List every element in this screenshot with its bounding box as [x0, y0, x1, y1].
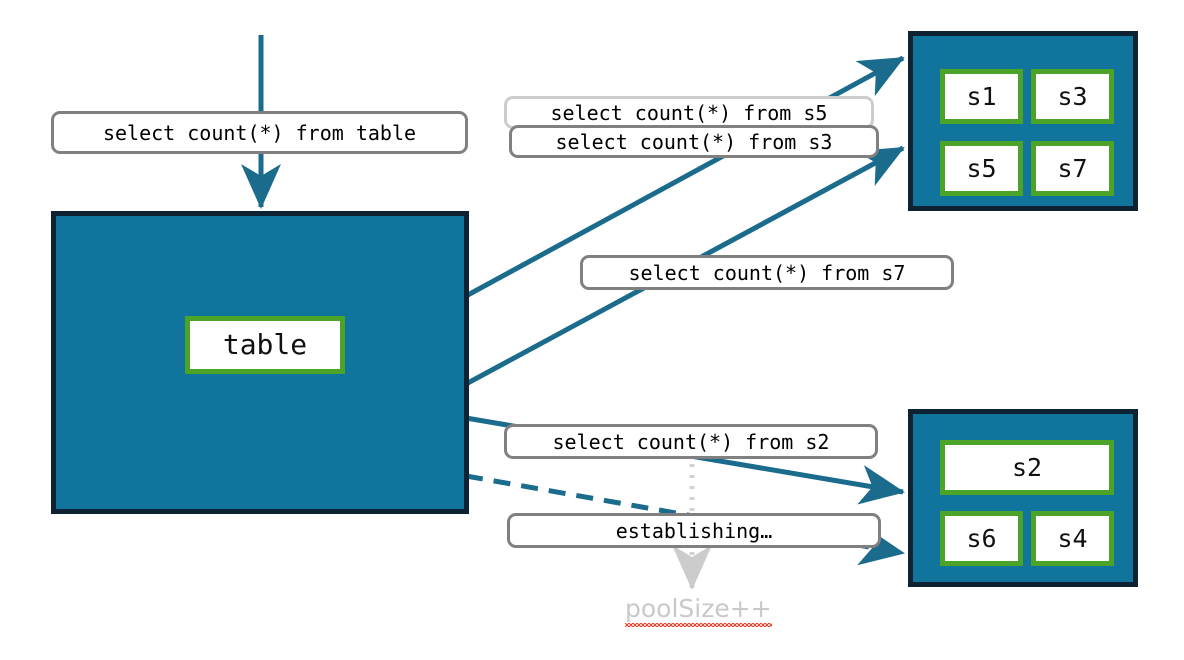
- chip-session-s4[interactable]: s4: [1031, 511, 1114, 566]
- label-query-s3[interactable]: select count(*) from s3: [509, 125, 879, 158]
- note-poolsize-counter: poolSize++: [625, 594, 772, 627]
- chip-session-s3[interactable]: s3: [1031, 69, 1114, 124]
- label-query-s7[interactable]: select count(*) from s7: [580, 255, 954, 290]
- source-table-container: table: [51, 211, 469, 514]
- chip-session-s2[interactable]: s2: [940, 440, 1114, 495]
- chip-session-s5[interactable]: s5: [940, 141, 1023, 196]
- chip-session-s7[interactable]: s7: [1031, 141, 1114, 196]
- label-incoming-query[interactable]: select count(*) from table: [51, 111, 468, 154]
- note-poolsize-text: poolSize++: [625, 594, 772, 627]
- pool-bottom-container: s2 s6 s4: [908, 409, 1138, 587]
- label-status-establishing[interactable]: establishing…: [507, 513, 881, 548]
- chip-session-s6[interactable]: s6: [940, 511, 1023, 566]
- pool-top-container: s1 s3 s5 s7: [908, 31, 1138, 211]
- chip-session-s1[interactable]: s1: [940, 69, 1023, 124]
- chip-table[interactable]: table: [185, 316, 345, 374]
- label-query-s2[interactable]: select count(*) from s2: [504, 424, 878, 459]
